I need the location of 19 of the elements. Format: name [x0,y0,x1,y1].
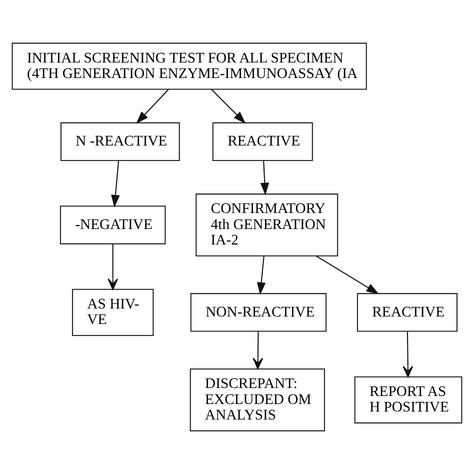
arrow [260,160,270,196]
arrow [252,332,264,370]
node-box: REACTIVE [356,293,458,332]
node-box: N -REACTIVE [60,122,180,162]
node-box: REACTIVE [212,122,313,162]
arrow [111,160,120,208]
arrow [316,255,379,294]
node-box: REPORT AS H POSITIVE [354,376,462,424]
node-box: DISCREPANT: EXCLUDED OM ANALYSIS [190,368,325,432]
arrow [210,88,246,124]
arrow [108,244,118,290]
arrow [402,332,414,378]
arrow [136,88,169,124]
node-box: -NEGATIVE [60,206,166,244]
node-box: INITIAL SCREENING TEST FOR ALL SPECIMEN (4TH GENERATION ENZYME-IMMUNOASSAY (IA [12,42,367,90]
node-box: AS HIV- VE [72,288,154,336]
arrow [256,256,266,295]
node-box: NON-REACTIVE [190,293,327,332]
node-box: CONFIRMATORY 4th GENERATION IA-2 [196,194,338,256]
